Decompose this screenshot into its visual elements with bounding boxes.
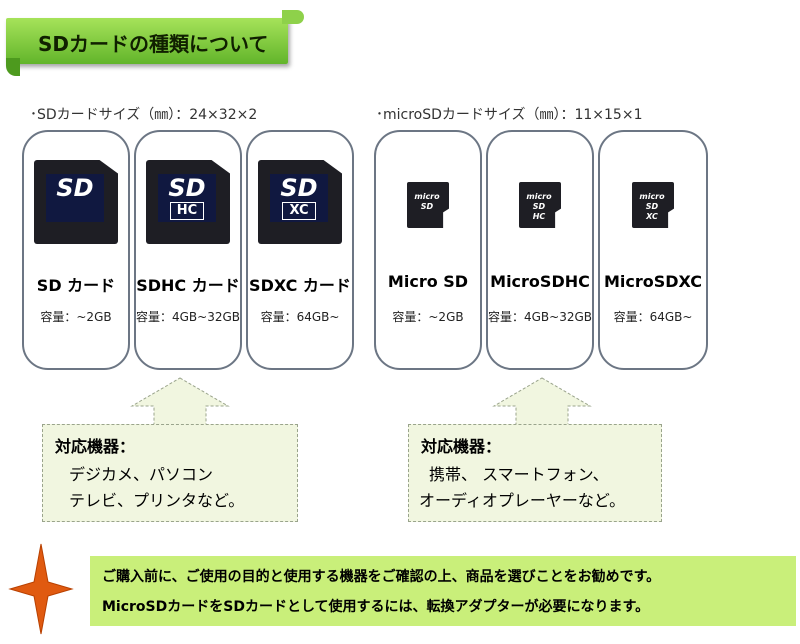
- banner-curl-left: [6, 58, 20, 76]
- card-name: Micro SD: [387, 272, 469, 291]
- card-capacity: 容量：4GB~32GB: [136, 310, 241, 324]
- card-name: SD カード: [36, 276, 116, 295]
- card-capacity: 容量：~2GB: [392, 310, 464, 324]
- callout-title: 対応機器：: [55, 437, 136, 456]
- microsd-callout-arrow: [492, 377, 592, 426]
- card-capacity: 容量：4GB~32GB: [488, 310, 593, 324]
- sd-callout-arrow: [130, 377, 230, 426]
- star-icon: [8, 543, 74, 635]
- sd-card-panel: SD SD カード 容量：~2GB: [22, 130, 130, 370]
- card-name: MicroSDHC: [490, 272, 590, 291]
- notice-line: ご購入前に、ご使用の目的と使用する機器をご確認の上、商品を選びことをお勧めです。: [102, 569, 661, 585]
- callout-line: 携帯、 スマートフォン、: [429, 465, 609, 484]
- card-capacity: 容量：64GB~: [260, 310, 340, 324]
- sd-compatible-devices-callout: 対応機器： デジカメ、パソコン テレビ、プリンタなど。: [42, 424, 298, 522]
- title-banner: SDカードの種類について: [6, 10, 304, 76]
- microsd-card-panel: micro SD Micro SD 容量：~2GB: [374, 130, 482, 370]
- callout-line: デジカメ、パソコン: [69, 465, 214, 484]
- card-name: SDXC カード: [249, 276, 351, 295]
- page-title: SDカードの種類について: [38, 32, 269, 56]
- sd-size-label: ･SDカードサイズ（㎜）：24×32×2: [30, 107, 258, 123]
- sd-card-icon: SD: [34, 160, 118, 244]
- notice-line: MicroSDカードをSDカードとして使用するには、転換アダプターが必要になりま…: [102, 599, 650, 615]
- card-name: MicroSDXC: [603, 272, 703, 291]
- microsd-size-label: ･microSDカードサイズ（㎜）：11×15×1: [376, 107, 643, 123]
- banner-background: [6, 18, 288, 64]
- card-capacity: 容量：64GB~: [613, 310, 693, 324]
- callout-title: 対応機器：: [421, 437, 502, 456]
- callout-line: オーディオプレーヤーなど。: [419, 491, 626, 510]
- microsd-card-icon: micro SD: [407, 182, 449, 228]
- banner-curl-top: [282, 10, 304, 24]
- microsd-compatible-devices-callout: 対応機器： 携帯、 スマートフォン、 オーディオプレーヤーなど。: [408, 424, 662, 522]
- notice-box: ご購入前に、ご使用の目的と使用する機器をご確認の上、商品を選びことをお勧めです。…: [90, 556, 796, 626]
- callout-line: テレビ、プリンタなど。: [69, 491, 245, 510]
- card-capacity: 容量：~2GB: [40, 310, 112, 324]
- card-name: SDHC カード: [136, 276, 240, 295]
